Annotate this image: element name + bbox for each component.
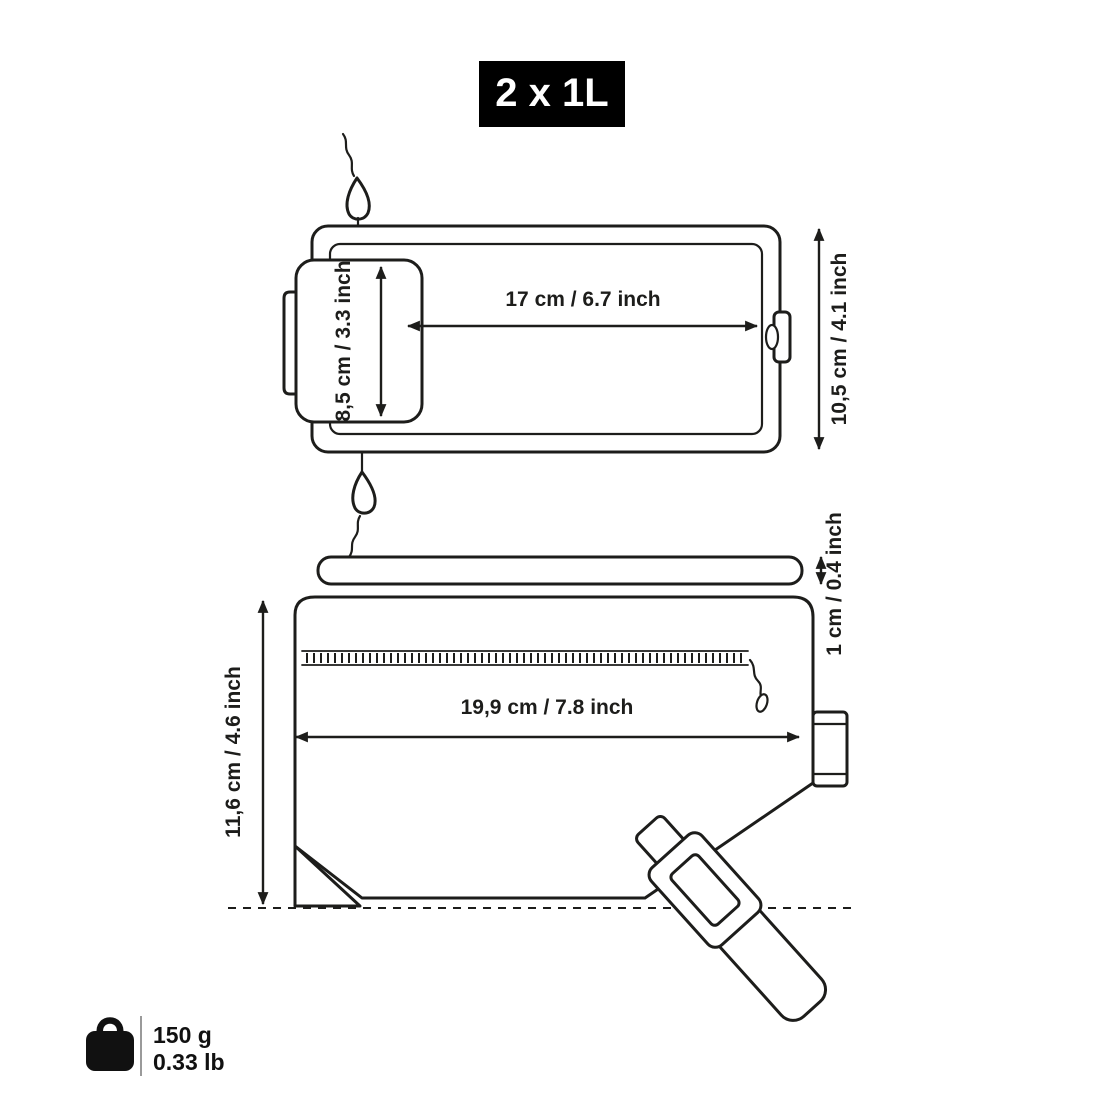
lid-dimension-label: 1 cm / 0.4 inch <box>823 512 846 656</box>
length-dimension-label: 19,9 cm / 7.8 inch <box>461 696 634 719</box>
bottom-cord-toggle <box>351 470 377 515</box>
frame-strap-assembly <box>635 815 828 1022</box>
bottom-cord-string <box>347 514 362 559</box>
side-view <box>228 555 855 1022</box>
zipper-pull-cord <box>748 658 764 700</box>
volume-badge: 2 x 1L <box>479 61 625 127</box>
zipper-pull-top-view <box>764 323 780 351</box>
phone-window <box>294 258 424 424</box>
window-dimension-label: 8,5 cm / 3.3 inch <box>332 260 355 421</box>
weight-metric-label: 150 g <box>153 1022 212 1048</box>
weight-imperial-label: 0.33 lb <box>153 1049 225 1075</box>
badge-label: 2 x 1L <box>495 71 608 115</box>
weight-icon-handle <box>96 1017 124 1038</box>
top-view <box>282 132 792 559</box>
top-cord-string <box>341 132 356 178</box>
side-view-outline <box>293 595 815 900</box>
side-height-dimension-label: 11,6 cm / 4.6 inch <box>222 666 245 838</box>
buckle-opening <box>669 853 741 927</box>
frame-foot <box>293 844 362 908</box>
top-view-dimensions: 17 cm / 6.7 inch 8,5 cm / 3.3 inch 10,5 … <box>332 227 851 451</box>
seatpost-strap-tab <box>811 710 849 788</box>
weight-icon-body <box>86 1031 134 1071</box>
width-dimension-label: 17 cm / 6.7 inch <box>505 288 660 311</box>
side-view-dimensions: 1 cm / 0.4 inch 19,9 cm / 7.8 inch 11,6 … <box>222 512 846 906</box>
badge-background <box>479 61 625 127</box>
side-view-lid <box>316 555 804 586</box>
weight-spec: 150 g 0.33 lb <box>86 1016 225 1076</box>
zipper-pull-side-view <box>755 693 769 713</box>
top-cord-toggle <box>345 176 371 221</box>
weight-icon <box>86 1017 134 1071</box>
height-dimension-label: 10,5 cm / 4.1 inch <box>828 253 851 426</box>
